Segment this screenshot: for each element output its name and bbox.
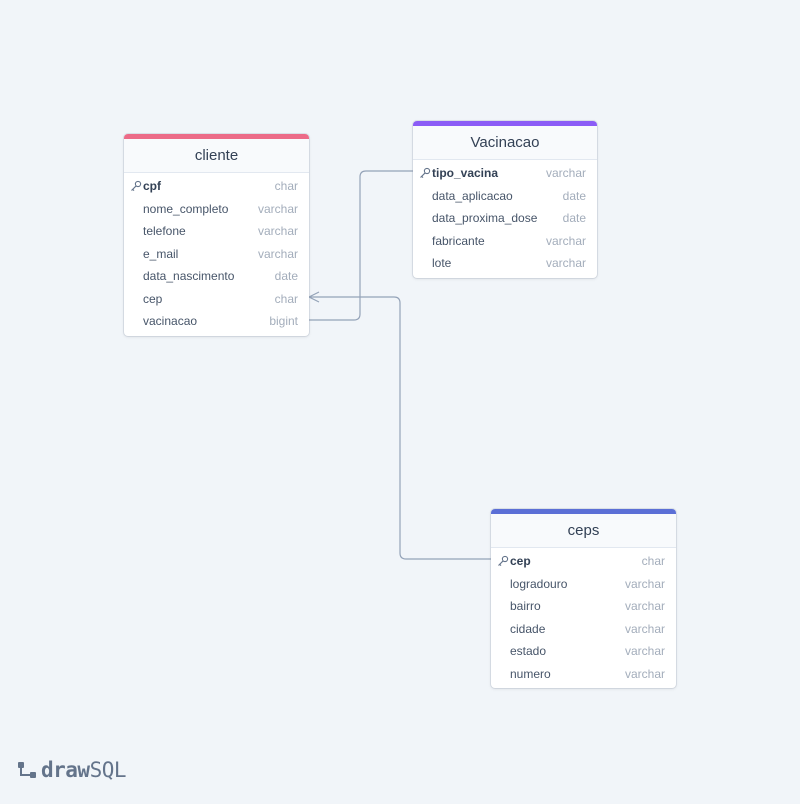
column-row[interactable]: data_proxima_dose date: [413, 207, 597, 230]
crows-foot-icon: [308, 291, 320, 303]
column-type: varchar: [624, 621, 665, 636]
column-row[interactable]: cpf char: [124, 175, 309, 198]
table-accent-bar: [413, 121, 597, 126]
table-cliente[interactable]: cliente cpf char nome_completo varchar t…: [124, 134, 309, 336]
column-type: char: [274, 179, 298, 193]
column-type: varchar: [545, 256, 586, 270]
column-name: estado: [510, 644, 547, 658]
drawsql-logo-icon: [18, 762, 36, 778]
column-name: data_nascimento: [143, 269, 235, 283]
column-row[interactable]: cidade varchar: [491, 618, 676, 641]
column-type: varchar: [624, 599, 665, 613]
column-type: varchar: [624, 576, 665, 591]
column-name: lote: [432, 256, 452, 270]
logo-text-draw: draw: [41, 758, 90, 782]
column-name: cep: [510, 554, 531, 568]
column-name: e_mail: [143, 246, 179, 261]
column-type: varchar: [624, 644, 665, 658]
column-name: data_aplicacao: [432, 188, 513, 203]
table-ceps[interactable]: ceps cep char logradouro varchar bairro …: [491, 509, 676, 688]
column-type: bigint: [269, 314, 298, 328]
table-title[interactable]: cliente: [124, 139, 309, 173]
column-type: varchar: [257, 224, 298, 238]
column-row[interactable]: estado varchar: [491, 640, 676, 663]
column-name: telefone: [143, 224, 186, 238]
column-row[interactable]: bairro varchar: [491, 595, 676, 618]
column-name: fabricante: [432, 233, 485, 248]
logo-text-sql: SQL: [89, 758, 127, 782]
column-type: date: [562, 211, 586, 225]
column-row[interactable]: tipo_vacina varchar: [413, 162, 597, 185]
column-name: numero: [510, 666, 551, 681]
column-type: varchar: [257, 246, 298, 261]
column-type: date: [274, 269, 298, 283]
column-row[interactable]: numero varchar: [491, 663, 676, 686]
column-row[interactable]: cep char: [124, 288, 309, 311]
column-row[interactable]: data_aplicacao date: [413, 185, 597, 208]
column-name: bairro: [510, 599, 541, 613]
table-title[interactable]: ceps: [491, 514, 676, 548]
column-type: varchar: [624, 666, 665, 681]
column-row[interactable]: fabricante varchar: [413, 230, 597, 253]
connector-cliente-ceps[interactable]: [309, 296, 491, 560]
column-row[interactable]: data_nascimento date: [124, 265, 309, 288]
column-name: cidade: [510, 621, 546, 636]
column-type: char: [274, 291, 298, 306]
connector-cliente-vacinacao[interactable]: [309, 170, 413, 321]
table-accent-bar: [124, 134, 309, 139]
column-row[interactable]: telefone varchar: [124, 220, 309, 243]
column-type: char: [641, 554, 665, 568]
column-type: varchar: [257, 201, 298, 216]
column-name: vacinacao: [143, 314, 198, 328]
column-row[interactable]: cep char: [491, 550, 676, 573]
column-name: nome_completo: [143, 201, 229, 216]
primary-key-icon: [498, 555, 509, 566]
column-row[interactable]: e_mail varchar: [124, 243, 309, 266]
column-name: cpf: [143, 179, 161, 193]
column-row[interactable]: logradouro varchar: [491, 573, 676, 596]
column-name: cep: [143, 291, 163, 306]
column-type: date: [562, 188, 586, 203]
column-row[interactable]: vacinacao bigint: [124, 310, 309, 333]
column-type: varchar: [545, 233, 586, 248]
table-vacinacao[interactable]: Vacinacao tipo_vacina varchar data_aplic…: [413, 121, 597, 278]
table-accent-bar: [491, 509, 676, 514]
column-name: data_proxima_dose: [432, 211, 538, 225]
column-row[interactable]: nome_completo varchar: [124, 198, 309, 221]
column-row[interactable]: lote varchar: [413, 252, 597, 275]
primary-key-icon: [420, 167, 431, 178]
column-type: varchar: [545, 166, 586, 180]
column-name: logradouro: [510, 576, 568, 591]
primary-key-icon: [131, 180, 142, 191]
table-title[interactable]: Vacinacao: [413, 126, 597, 160]
column-name: tipo_vacina: [432, 166, 499, 180]
